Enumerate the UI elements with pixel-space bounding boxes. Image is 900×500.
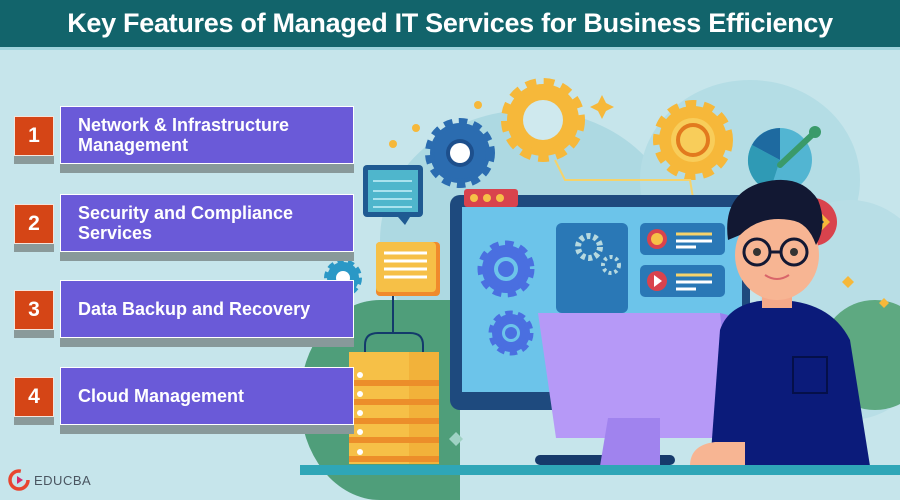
feature-label-line1: Network & Infrastructure [78,115,290,135]
person-illustration [690,179,870,466]
feature-label-line1: Cloud Management [78,386,245,406]
feature-label-line1: Security and Compliance [78,203,294,223]
feature-label-box: Data Backup and Recovery [60,280,354,338]
database-server-icon [349,352,439,464]
yellow-gear-icon [653,100,733,180]
feature-label-line2: Services [78,223,153,243]
feature-number-badge: 1 [14,116,54,156]
logo-text: EDUCBA [34,472,92,488]
document-icon [376,242,440,296]
badge-shadow [14,417,54,425]
it-services-illustration [324,78,889,466]
header-strip [0,47,900,50]
feature-number-badge: 2 [14,204,54,244]
badge-shadow [14,244,54,252]
chat-bubble-icon [363,165,423,225]
feature-label-line2: Management [78,135,189,155]
badge-shadow [14,156,54,164]
pie-chart-icon [747,126,821,192]
yellow-gear-icon [501,78,585,162]
badge-shadow [14,330,54,338]
header-banner: Key Features of Managed IT Services for … [0,0,900,47]
desk-surface [300,465,900,475]
box-shadow [60,425,354,434]
feature-label-box: Network & Infrastructure Management [60,106,354,164]
box-shadow [60,164,354,173]
box-shadow [60,252,354,261]
page-title: Key Features of Managed IT Services for … [67,8,833,38]
feature-label-box: Cloud Management [60,367,354,425]
feature-number-badge: 3 [14,290,54,330]
feature-label-box: Security and Compliance Services [60,194,354,252]
feature-label-line1: Data Backup and Recovery [78,299,311,319]
box-shadow [60,338,354,347]
feature-number-badge: 4 [14,377,54,417]
educba-logo: EDUCBA [8,469,91,491]
blue-gear-icon [425,118,495,188]
educba-logo-icon [8,469,30,491]
